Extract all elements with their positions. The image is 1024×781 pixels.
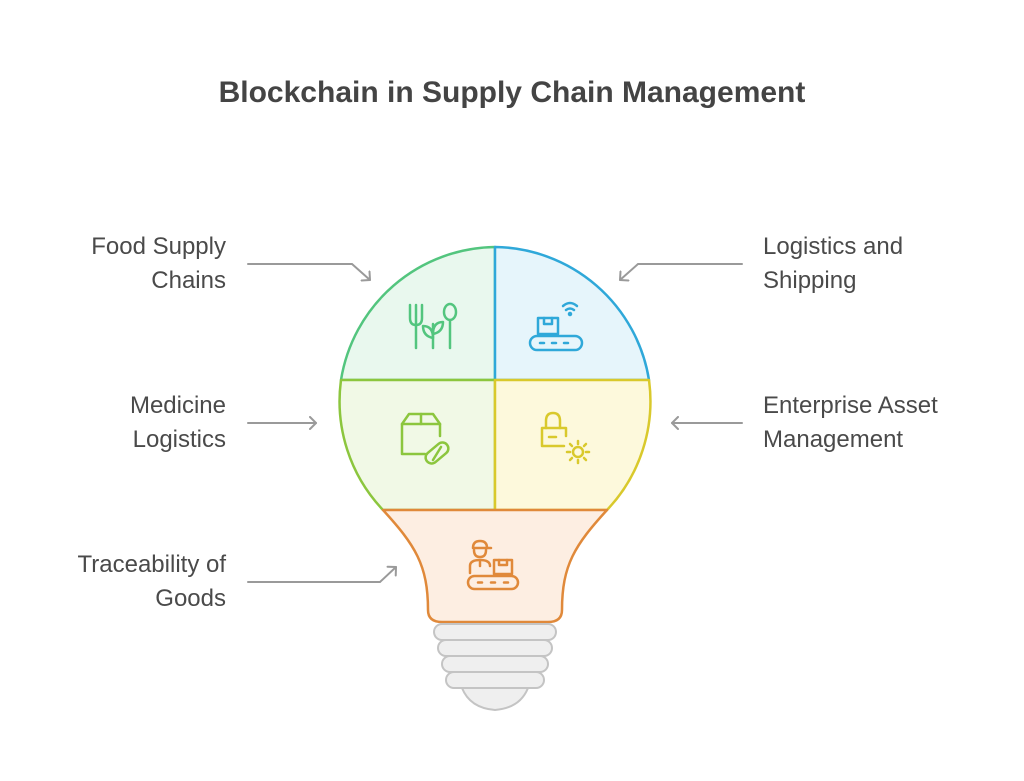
label-logistics-and-shipping: Logistics and Shipping <box>763 230 903 298</box>
bulb-base <box>433 623 557 712</box>
label-enterprise-asset-management: Enterprise Asset Management <box>763 389 938 457</box>
label-line: Management <box>763 426 904 453</box>
label-line: Enterprise Asset <box>763 392 938 419</box>
arrow-traceability <box>247 565 397 583</box>
label-line: Shipping <box>763 267 857 294</box>
label-line: Goods <box>155 585 226 612</box>
worker-conveyor-icon <box>466 539 520 591</box>
label-line: Logistics <box>132 426 226 453</box>
label-food-supply-chains: Food Supply Chains <box>91 230 226 298</box>
connector-arrows <box>247 263 743 583</box>
arrow-food <box>247 263 371 282</box>
segment-medicine-logistics <box>338 378 497 512</box>
segment-food-supply <box>339 245 497 382</box>
label-medicine-logistics: Medicine Logistics <box>130 389 226 457</box>
label-line: Chains <box>151 267 226 294</box>
label-line: Medicine <box>129 392 226 419</box>
food-plant-icon <box>408 302 458 350</box>
pill-box-icon <box>400 412 450 465</box>
lock-gear-icon <box>540 411 591 465</box>
label-line: Logistics and <box>763 233 904 260</box>
label-traceability-of-goods: Traceability of Goods <box>78 548 227 616</box>
diagram-title: Blockchain in Supply Chain Management <box>218 76 806 109</box>
label-line: Food Supply <box>91 233 226 260</box>
label-line: Traceability of <box>77 551 227 578</box>
arrow-logistics <box>619 263 743 282</box>
conveyor-wifi-icon <box>528 301 584 352</box>
